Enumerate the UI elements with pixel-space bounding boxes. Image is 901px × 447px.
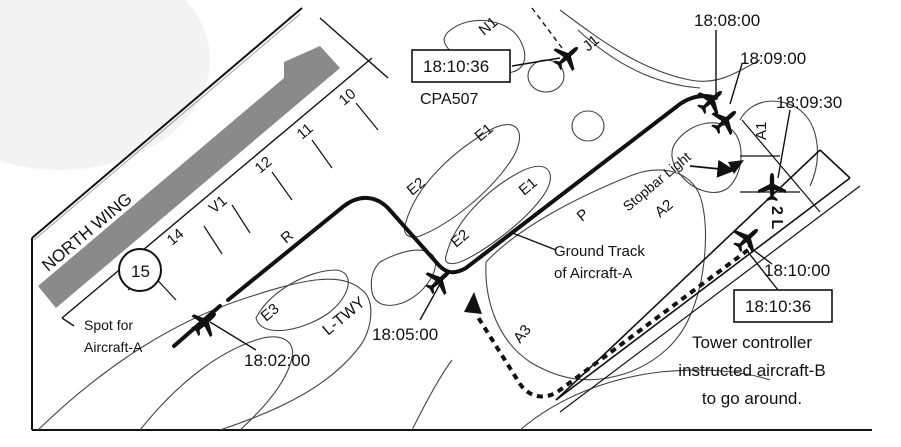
taxiway-label-n1: N1 [476,14,502,39]
ground-track-label-line1: Ground Track [554,243,645,260]
runway-label: 2 L [768,206,785,229]
taxiway-label-a1: A1 [753,122,770,140]
time-box-other [411,49,511,83]
time-label-other: 18:10:36 [423,57,489,76]
map-frame [31,7,872,431]
taxiway-label-e1-upper: E1 [472,120,497,145]
spot-circle-icon [118,248,162,292]
callsign-label: CPA507 [420,91,479,108]
apron-lines [61,17,389,319]
stopbar-arrowhead [728,160,744,174]
time-label-a-1: 18:02:00 [244,351,310,370]
time-label-a-3: 18:08:00 [694,11,760,30]
time-label-a-4: 18:09:00 [740,49,806,68]
taxiway-label-v1: V1 [206,192,231,217]
taxiway-label-e2-lower: E2 [448,226,473,251]
stand-number: 11 [294,120,317,143]
taxiway-label-l-twy: L-TWY [320,294,369,339]
go-around-note-line3: to go around. [702,389,802,408]
time-label-a-2: 18:05:00 [372,325,438,344]
taxiway-label-e3: E3 [258,300,283,325]
time-label-b-1: 18:10:00 [764,261,830,280]
spot-caption-line1: Spot for [84,317,133,333]
time-label-b-2: 18:10:36 [745,297,811,316]
go-around-track-aircraft-b [474,248,750,399]
ground-track-label-line2: of Aircraft-A [554,265,632,282]
airplane-icon [691,80,732,121]
stand-number: 10 [336,85,360,109]
taxiway-label-e2-upper: E2 [404,174,429,199]
go-around-arrowhead-icon [464,292,482,314]
j1-dashed-line [531,7,563,49]
spot-caption-line2: Aircraft-A [84,339,143,355]
spot-marker-line [61,317,75,327]
go-around-note-line2: instructed aircraft-B [678,361,825,380]
taxiway-label-a3: A3 [510,322,535,347]
spot-number: 15 [131,262,150,281]
airplane-icon [705,100,746,141]
terminal-building [33,13,340,308]
taxiway-label-e1-lower: E1 [516,174,541,199]
stand-number: 12 [252,153,276,177]
ground-track-aircraft-a [172,94,718,348]
taxiway-label-a2: A2 [652,196,677,221]
time-label-a-5: 18:09:30 [776,93,842,112]
time-box-aircraft-b [733,289,833,323]
go-around-note-line1: Tower controller [692,333,812,352]
grass-contours [37,9,818,431]
stopbar-arrow-icon [689,159,736,178]
taxiway-label-p: P [574,206,593,225]
